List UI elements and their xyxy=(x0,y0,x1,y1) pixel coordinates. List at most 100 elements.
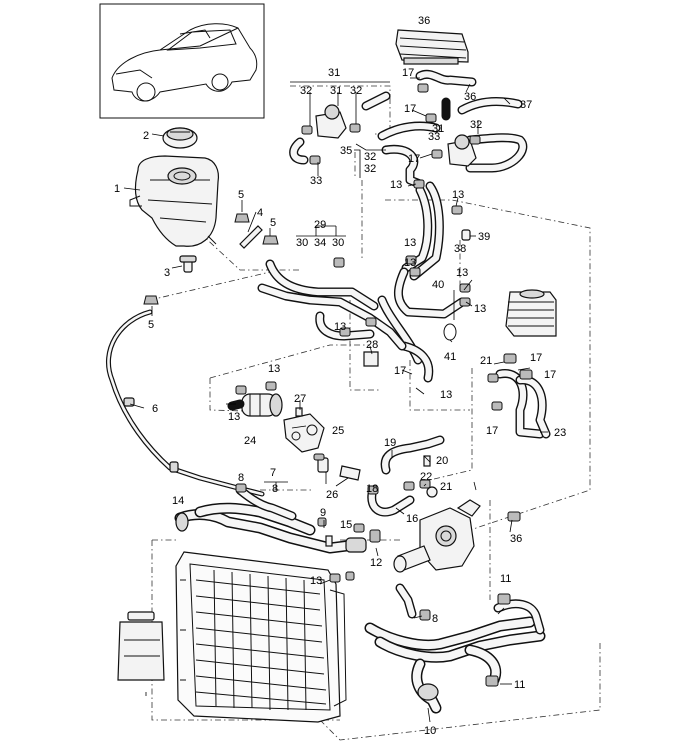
callout-13: 13 xyxy=(268,363,280,375)
thermostat-housing-31-right xyxy=(447,134,477,167)
callout-36: 36 xyxy=(464,91,476,103)
callout-11: 11 xyxy=(514,679,525,691)
callout-17: 17 xyxy=(394,365,406,377)
callout-13: 13 xyxy=(228,411,240,423)
callout-32: 33 xyxy=(428,131,440,143)
callout-21: 21 xyxy=(480,355,492,367)
callout-12: 12 xyxy=(370,557,382,569)
callout-17: 17 xyxy=(544,369,556,381)
callout-16: 16 xyxy=(406,513,418,525)
vehicle-inset xyxy=(99,3,265,119)
callout-13: 13 xyxy=(334,321,346,333)
callout-34: 35 xyxy=(340,145,352,157)
callout-29: 30 xyxy=(332,237,344,249)
callout-32: 32 xyxy=(364,163,376,175)
fasteners-left xyxy=(143,213,279,305)
callout-9: 9 xyxy=(320,507,326,519)
oil-cooler-36 xyxy=(395,29,469,65)
callout-36: 37 xyxy=(520,99,532,111)
vent-hose-6 xyxy=(105,309,265,497)
callout-13: 13 xyxy=(404,237,416,249)
callout-38: 39 xyxy=(478,231,490,243)
callout-17: 17 xyxy=(404,103,416,115)
hose-22 xyxy=(487,353,551,439)
callout-35: 36 xyxy=(510,533,522,545)
callout-14: 14 xyxy=(172,495,184,507)
callout-21: 22 xyxy=(420,471,432,483)
callout-13: 13 xyxy=(440,389,452,401)
callout-33: 33 xyxy=(310,175,322,187)
callout-8: 8 xyxy=(272,483,278,495)
callout-32: 32 xyxy=(350,85,362,97)
callout-7: 7 xyxy=(270,467,276,479)
callout-33: 34 xyxy=(314,237,326,249)
callout-17: 18 xyxy=(366,483,378,495)
callout-18: 19 xyxy=(384,437,396,449)
callout-31: 31 xyxy=(330,85,342,97)
callout-26: 27 xyxy=(294,393,306,405)
callout-11: 11 xyxy=(500,573,511,585)
callout-17: 17 xyxy=(408,153,420,165)
callout-6: 6 xyxy=(152,403,158,415)
pipe-assembly-28 xyxy=(257,257,407,367)
callout-37: 38 xyxy=(454,243,466,255)
leader-lines xyxy=(123,77,548,723)
water-pump-housing xyxy=(393,499,521,573)
callout-32: 32 xyxy=(470,119,482,131)
callout-10: 10 xyxy=(424,725,436,737)
callout-25: 26 xyxy=(326,489,338,501)
callout-20: 21 xyxy=(440,481,452,493)
radiator-assembly xyxy=(175,551,347,723)
callout-13: 13 xyxy=(452,189,464,201)
callout-5: 5 xyxy=(238,189,244,201)
callout-15: 15 xyxy=(340,519,352,531)
callout-13: 13 xyxy=(310,575,322,587)
callout-28: 29 xyxy=(314,219,326,231)
callout-13: 13 xyxy=(390,179,402,191)
callout-13: 13 xyxy=(474,303,486,315)
callout-30: 31 xyxy=(328,67,340,79)
callout-17: 17 xyxy=(402,67,414,79)
fitting-set-25 xyxy=(313,453,361,481)
callout-17: 17 xyxy=(530,352,542,364)
callout-19: 20 xyxy=(436,455,448,467)
callout-13: 13 xyxy=(456,267,468,279)
callout-27: 28 xyxy=(366,339,378,351)
callout-22: 23 xyxy=(554,427,566,439)
hose-16 xyxy=(367,485,415,517)
callout-36: 36 xyxy=(418,15,430,27)
hose-clamps-top xyxy=(301,83,481,307)
coolant-pipes-top-right xyxy=(377,69,528,383)
coolant-bottle-41 xyxy=(117,611,165,681)
callout-2: 2 xyxy=(143,130,149,142)
callout-30: 30 xyxy=(296,237,308,249)
callout-23: 24 xyxy=(244,435,256,447)
callout-17: 17 xyxy=(486,425,498,437)
callout-8: 8 xyxy=(432,613,438,625)
thermostat-housing-31-left xyxy=(289,91,391,165)
callout-31: 32 xyxy=(364,151,376,163)
bracket-24 xyxy=(283,407,325,453)
seal-ring-40 xyxy=(443,323,457,341)
callout-39: 40 xyxy=(432,279,444,291)
callout-31: 31 xyxy=(432,123,444,135)
callout-1: 1 xyxy=(114,183,120,195)
hose-8-upper xyxy=(235,483,297,521)
reservoir-cap xyxy=(162,127,198,149)
callout-5: 5 xyxy=(148,319,154,331)
callout-32: 32 xyxy=(300,85,312,97)
lower-hoses xyxy=(329,571,546,714)
hose-18 xyxy=(380,435,445,498)
coolant-reservoir xyxy=(129,155,220,247)
callout-5: 5 xyxy=(270,217,276,229)
oil-cooler-right xyxy=(505,289,557,337)
callout-3: 3 xyxy=(164,267,170,279)
callout-13: 13 xyxy=(404,257,416,269)
callout-24: 25 xyxy=(332,425,344,437)
radiator-hose-14 xyxy=(174,502,381,554)
callout-labels: 1 2 3 4 5 5 5 6 7 8 8 8 9 10 11 11 12 13… xyxy=(114,15,566,737)
callout-8: 8 xyxy=(238,472,244,484)
callout-4: 4 xyxy=(257,207,263,219)
callout-40: 41 xyxy=(444,351,456,363)
